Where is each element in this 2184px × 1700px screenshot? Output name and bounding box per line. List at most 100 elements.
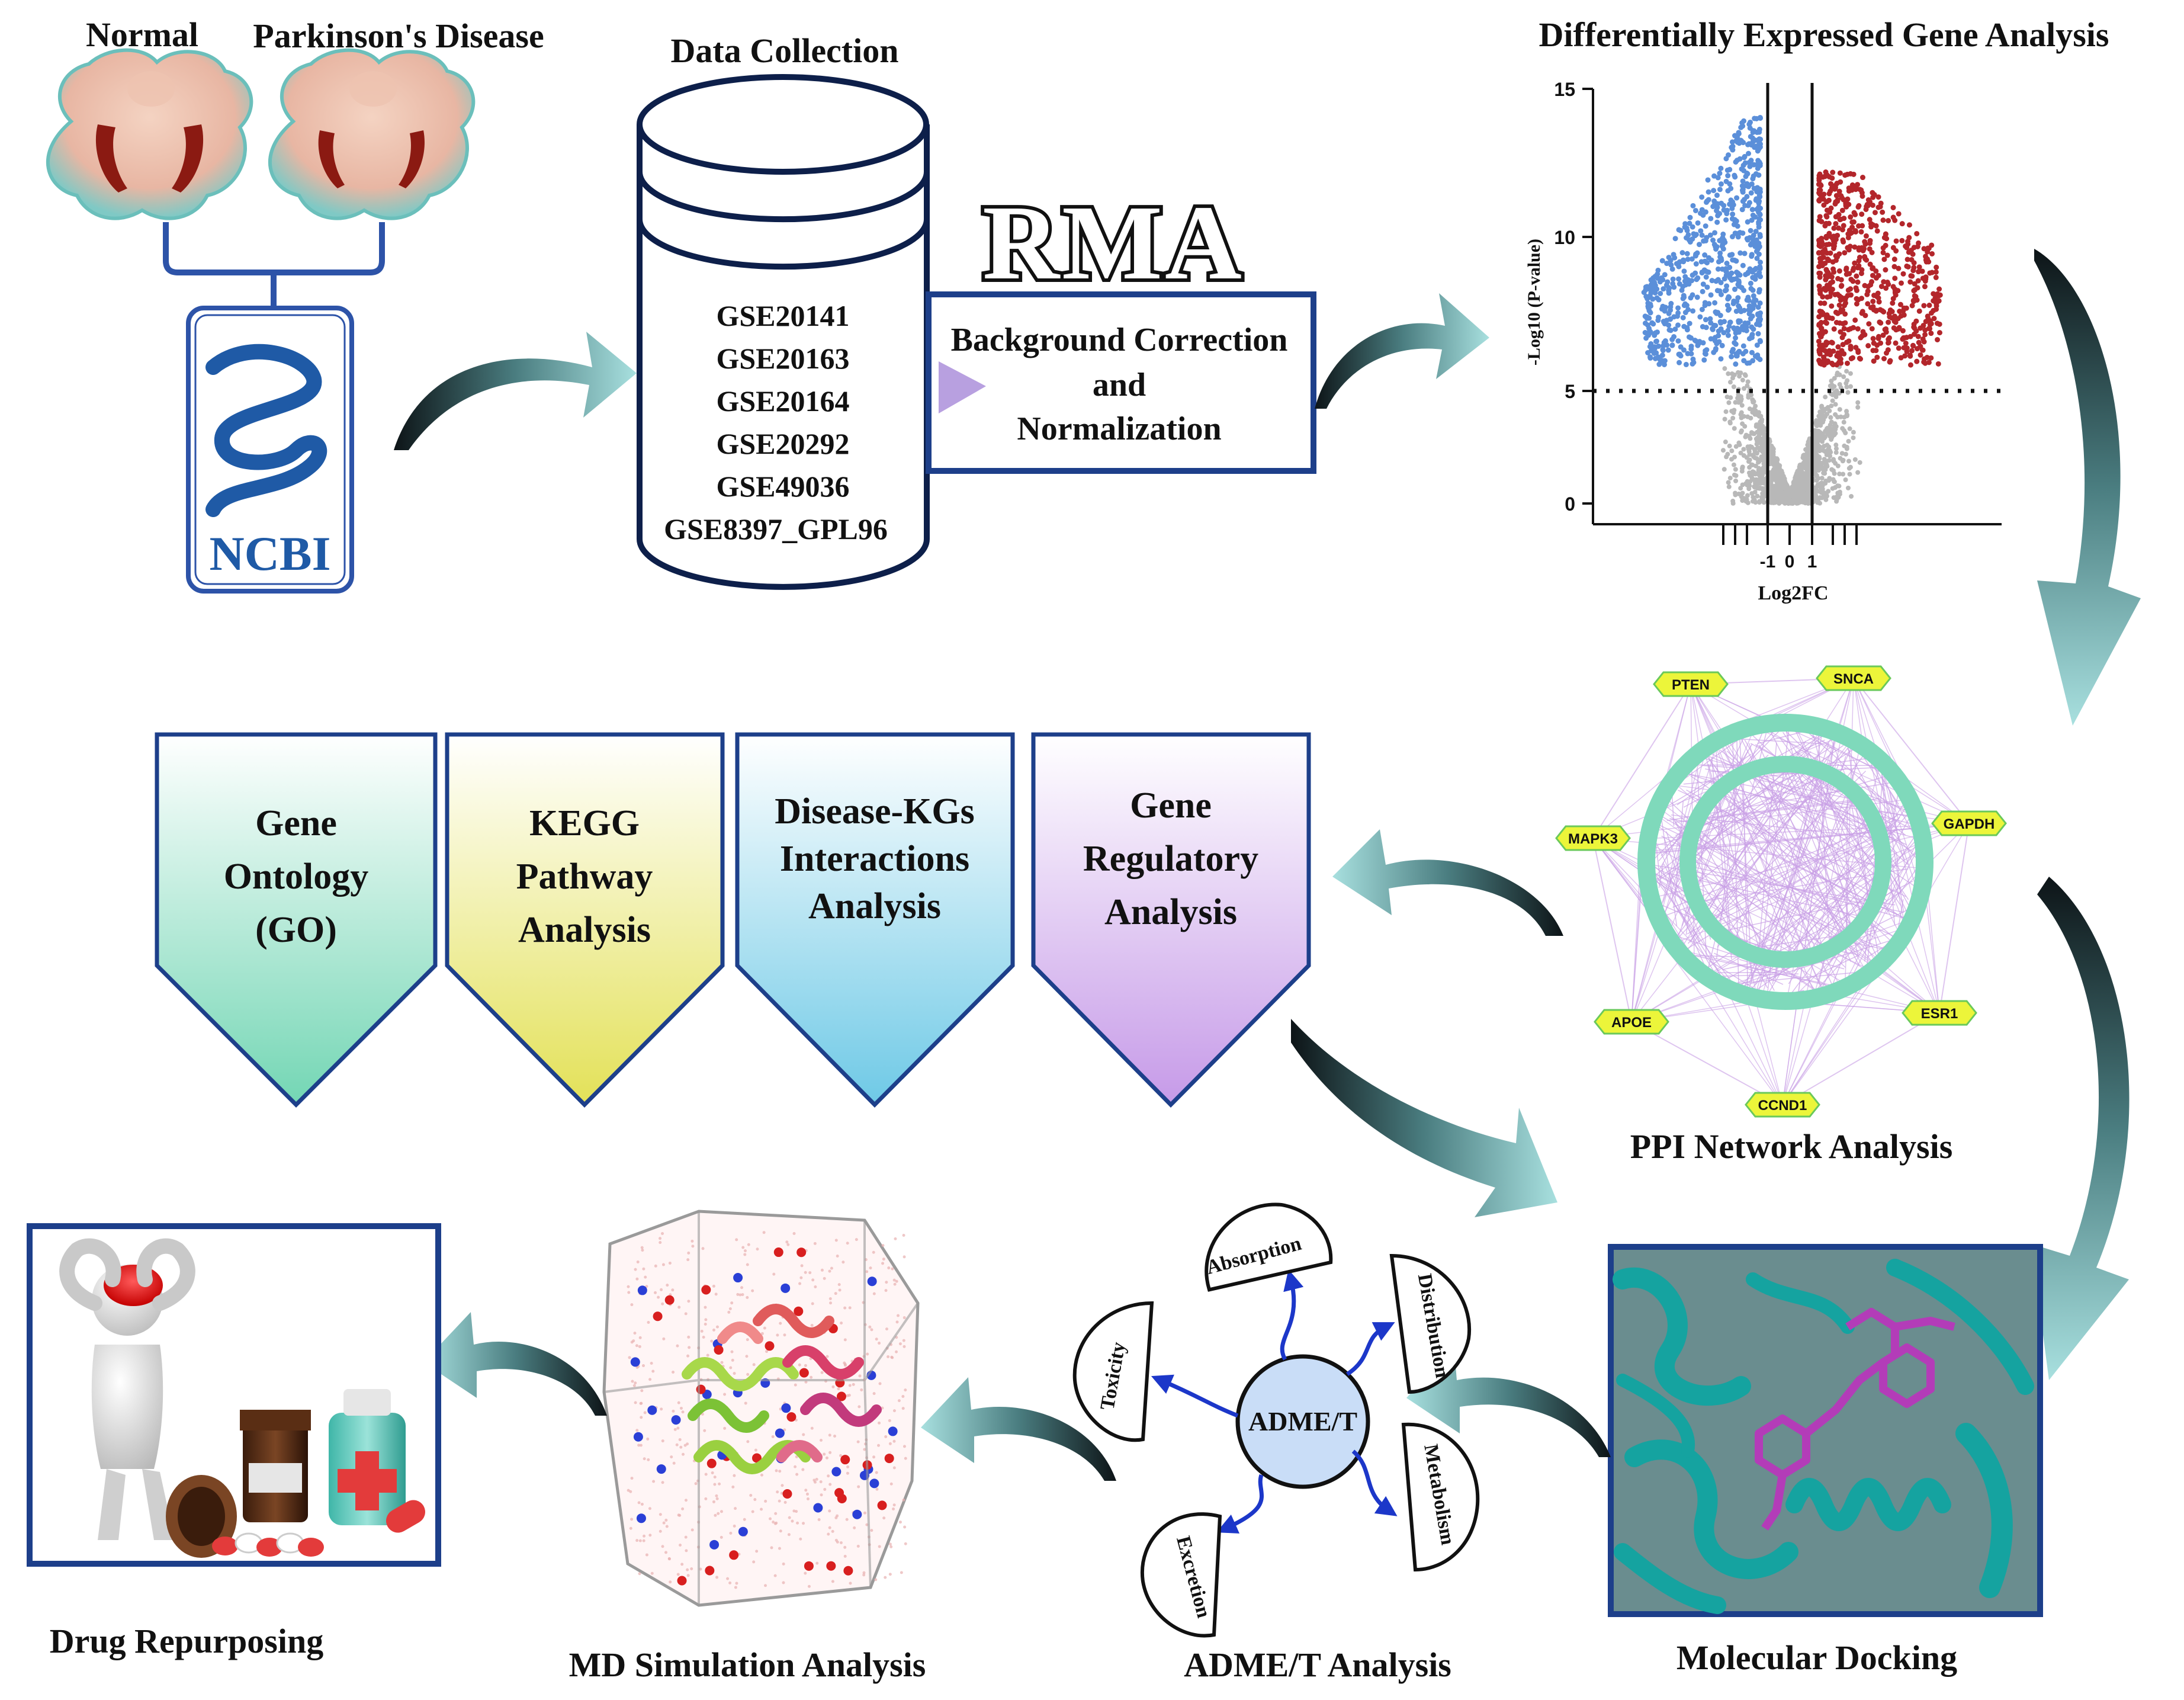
- point-up: [1929, 270, 1935, 275]
- md-ion: [729, 1550, 739, 1560]
- point-up: [1817, 360, 1823, 365]
- md-solvent-dot: [665, 1525, 669, 1528]
- point-up: [1848, 214, 1854, 220]
- md-solvent-dot: [892, 1507, 895, 1510]
- point-down: [1724, 261, 1730, 267]
- md-solvent-dot: [862, 1571, 866, 1574]
- ppi-edge: [1647, 884, 1783, 1105]
- md-solvent-dot: [828, 1433, 831, 1437]
- point-ns: [1726, 484, 1732, 489]
- point-up: [1904, 335, 1910, 341]
- point-down: [1700, 324, 1706, 330]
- point-down: [1695, 275, 1701, 281]
- md-solvent-dot: [828, 1269, 831, 1273]
- point-ns: [1778, 485, 1784, 490]
- md-solvent-dot: [798, 1282, 802, 1285]
- point-up: [1846, 271, 1852, 277]
- point-ns: [1813, 470, 1818, 475]
- point-up: [1871, 340, 1877, 346]
- point-up: [1865, 203, 1871, 209]
- md-solvent-dot: [760, 1332, 764, 1335]
- point-up: [1852, 244, 1858, 250]
- point-up: [1909, 303, 1915, 309]
- md-solvent-dot: [642, 1539, 645, 1542]
- md-solvent-dot: [636, 1260, 640, 1264]
- point-ns: [1740, 490, 1745, 496]
- point-down: [1700, 340, 1706, 346]
- point-ns: [1844, 409, 1849, 414]
- point-up: [1838, 329, 1843, 335]
- point-down: [1690, 272, 1695, 278]
- point-ns: [1814, 464, 1820, 469]
- md-solvent-dot: [842, 1260, 845, 1264]
- md-solvent-dot: [752, 1560, 756, 1564]
- point-up: [1912, 293, 1918, 299]
- point-down: [1717, 187, 1723, 193]
- point-ns: [1753, 408, 1758, 413]
- pill-bottles: [166, 1389, 425, 1558]
- point-ns: [1840, 426, 1845, 431]
- point-down: [1735, 139, 1740, 145]
- point-down: [1704, 235, 1710, 240]
- point-ns: [1758, 430, 1763, 435]
- point-up: [1928, 355, 1934, 361]
- point-down: [1741, 307, 1747, 313]
- point-up: [1886, 217, 1891, 223]
- point-up: [1828, 280, 1833, 286]
- md-solvent-dot: [863, 1448, 866, 1451]
- point-ns: [1835, 463, 1841, 469]
- point-up: [1881, 235, 1887, 240]
- md-solvent-dot: [635, 1366, 639, 1369]
- point-down: [1714, 219, 1720, 225]
- point-down: [1747, 125, 1753, 131]
- point-down: [1756, 289, 1762, 295]
- point-ns: [1801, 453, 1806, 458]
- md-solvent-dot: [676, 1426, 680, 1430]
- ppi-edge: [1780, 762, 1851, 932]
- excretion-shape: Excretion: [1140, 1512, 1222, 1638]
- point-up: [1852, 317, 1858, 323]
- point-up: [1822, 223, 1828, 229]
- point-ns: [1816, 496, 1822, 501]
- point-ns: [1788, 487, 1794, 492]
- md-solvent-dot: [813, 1480, 817, 1484]
- point-ns: [1740, 377, 1745, 383]
- point-ns: [1833, 442, 1839, 448]
- point-ns: [1830, 486, 1835, 491]
- md-solvent-dot: [723, 1393, 727, 1396]
- point-ns: [1743, 434, 1748, 440]
- point-ns: [1739, 396, 1744, 402]
- md-solvent-dot: [833, 1435, 837, 1438]
- point-down: [1749, 313, 1755, 319]
- point-ns: [1851, 429, 1856, 435]
- md-solvent-dot: [753, 1498, 757, 1502]
- volcano-ylabel: -Log10 (P-value): [1524, 239, 1544, 365]
- md-ion: [630, 1357, 640, 1367]
- point-ns: [1826, 446, 1831, 451]
- point-down: [1734, 195, 1740, 201]
- point-down: [1754, 189, 1760, 195]
- md-solvent-dot: [898, 1521, 902, 1524]
- point-up: [1816, 283, 1822, 289]
- md-solvent-dot: [672, 1461, 676, 1465]
- arrow-ncbi-to-data: [394, 332, 637, 450]
- md-solvent-dot: [648, 1534, 652, 1537]
- point-up: [1880, 245, 1886, 251]
- point-up: [1885, 347, 1891, 353]
- md-solvent-dot: [885, 1327, 888, 1331]
- md-solvent-dot: [640, 1502, 644, 1506]
- point-up: [1863, 233, 1869, 239]
- ppi-edge: [1663, 945, 1783, 1105]
- md-solvent-dot: [723, 1426, 727, 1430]
- point-up: [1936, 330, 1942, 336]
- point-down: [1669, 266, 1675, 272]
- md-solvent-dot: [872, 1250, 875, 1254]
- point-up: [1915, 278, 1921, 284]
- md-solvent-dot: [672, 1370, 675, 1374]
- point-up: [1842, 250, 1848, 256]
- point-up: [1842, 300, 1848, 306]
- md-solvent-dot: [843, 1364, 847, 1367]
- point-ns: [1823, 495, 1828, 500]
- ppi-edge: [1656, 798, 1940, 1013]
- md-solvent-dot: [746, 1263, 749, 1266]
